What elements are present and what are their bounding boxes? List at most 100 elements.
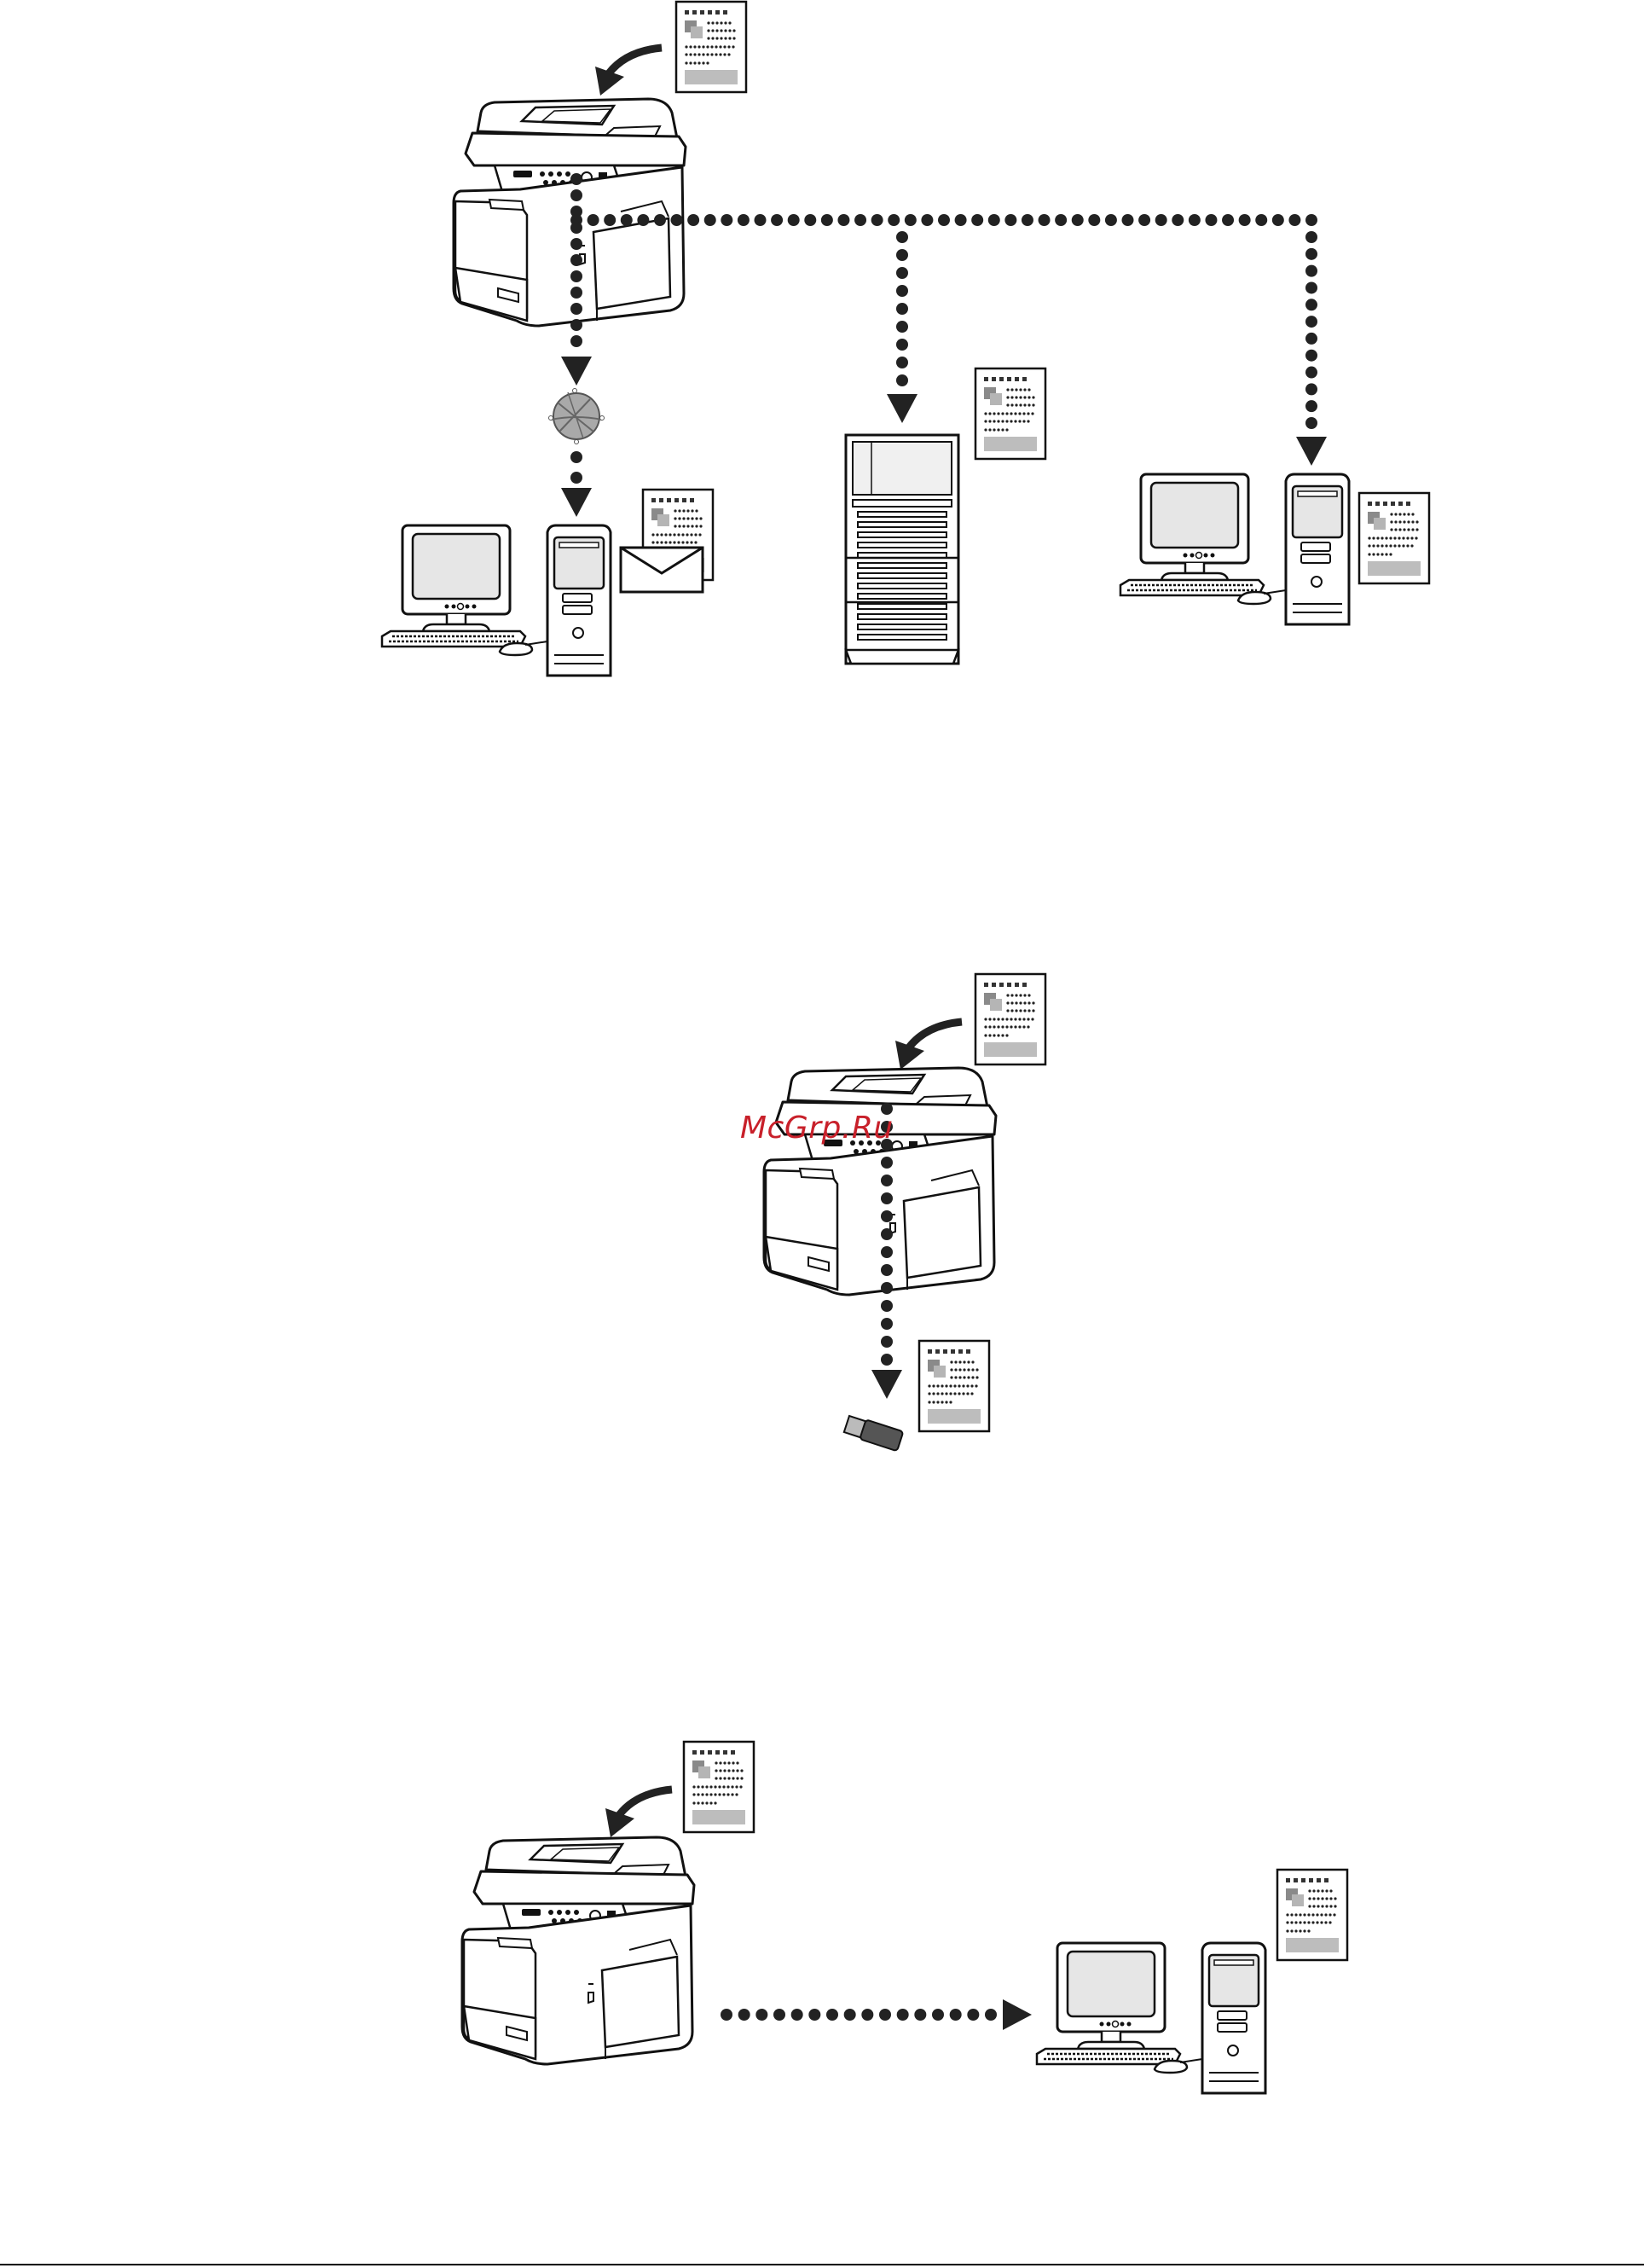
- path-dot: [1305, 265, 1317, 277]
- path-dot: [570, 238, 582, 250]
- pc-icon: [1037, 1943, 1265, 2093]
- path-dot: [1004, 214, 1016, 226]
- path-dot: [896, 374, 908, 386]
- path-dot: [570, 472, 582, 484]
- path-dot: [879, 2009, 891, 2021]
- original-document-icon: [676, 2, 746, 92]
- path-dot: [1072, 214, 1084, 226]
- path-dot: [1138, 214, 1150, 226]
- original-document-icon: [684, 1742, 754, 1832]
- path-dot: [771, 214, 783, 226]
- path-dot: [738, 214, 750, 226]
- path-dot: [808, 2009, 820, 2021]
- path-dot: [1039, 214, 1051, 226]
- path-dot: [791, 2009, 803, 2021]
- path-dot: [1222, 214, 1234, 226]
- path-dot: [821, 214, 833, 226]
- path-dot: [881, 1300, 893, 1312]
- path-dot: [971, 214, 983, 226]
- path-dot: [896, 249, 908, 261]
- internet-globe-icon: [549, 389, 605, 444]
- path-dot: [1205, 214, 1217, 226]
- path-dot: [687, 214, 699, 226]
- path-dot: [896, 231, 908, 243]
- path-dot: [1305, 333, 1317, 345]
- arrow-to-pc-icon: [1296, 437, 1327, 466]
- usb-memory-icon: [843, 1414, 903, 1451]
- path-dot: [938, 214, 950, 226]
- path-dot: [1305, 367, 1317, 379]
- path-dot: [704, 214, 716, 226]
- email-envelope-icon: [621, 548, 703, 592]
- path-dot: [654, 214, 666, 226]
- path-dot: [881, 1228, 893, 1240]
- path-dot: [738, 2009, 750, 2021]
- scene-scan-to-usb: [764, 974, 1045, 1451]
- path-dot: [881, 1157, 893, 1169]
- path-dot: [755, 2009, 767, 2021]
- path-dot: [905, 214, 917, 226]
- path-dot: [1155, 214, 1167, 226]
- path-dot: [881, 1336, 893, 1348]
- path-dot: [570, 189, 582, 201]
- arrow-to-usb-icon: [871, 1370, 902, 1399]
- scene-scan-to-network: [382, 2, 1429, 676]
- path-dot: [570, 206, 582, 218]
- path-dot: [1305, 417, 1317, 429]
- path-dot: [881, 1246, 893, 1258]
- path-dot: [1305, 316, 1317, 328]
- path-dot: [985, 2009, 997, 2021]
- document-icon: [1359, 493, 1429, 583]
- path-dot: [1305, 248, 1317, 260]
- path-dot: [1239, 214, 1251, 226]
- path-dot: [921, 214, 933, 226]
- path-dot: [621, 214, 633, 226]
- mfp-printer-icon: [462, 1837, 694, 2064]
- path-dot: [773, 2009, 785, 2021]
- pc-icon: [382, 525, 611, 676]
- path-dot: [988, 214, 1000, 226]
- document-icon: [919, 1341, 989, 1431]
- mfp-printer-icon: [454, 99, 686, 326]
- path-dot: [1122, 214, 1134, 226]
- path-dot: [671, 214, 683, 226]
- path-dot: [881, 1175, 893, 1186]
- path-dot: [570, 287, 582, 299]
- scene-scan-to-pc: [462, 1742, 1347, 2093]
- path-dot: [588, 214, 599, 226]
- path-dot: [914, 2009, 926, 2021]
- path-dot: [1305, 400, 1317, 412]
- document-icon: [1277, 1870, 1347, 1960]
- arrow-to-pc-icon: [561, 488, 592, 517]
- path-dot: [897, 2009, 909, 2021]
- mfp-printer-icon: [764, 1068, 996, 1295]
- path-dot: [1272, 214, 1284, 226]
- path-dot: [788, 214, 800, 226]
- path-dot: [1022, 214, 1033, 226]
- path-dot: [1172, 214, 1184, 226]
- path-dot: [1305, 383, 1317, 395]
- path-dot: [896, 267, 908, 279]
- path-dot: [896, 303, 908, 315]
- path-dot: [888, 214, 900, 226]
- path-dot: [570, 222, 582, 234]
- path-dot: [881, 1264, 893, 1276]
- path-dot: [896, 321, 908, 333]
- path-dot: [1088, 214, 1100, 226]
- path-dot: [1305, 231, 1317, 243]
- path-dot: [967, 2009, 979, 2021]
- path-dot: [932, 2009, 944, 2021]
- path-dot: [637, 214, 649, 226]
- path-dot: [1305, 214, 1317, 226]
- arrow-to-server-icon: [887, 394, 918, 423]
- arrow-to-globe-icon: [561, 357, 592, 386]
- path-dot: [837, 214, 849, 226]
- original-document-icon: [975, 974, 1045, 1064]
- path-dot: [955, 214, 967, 226]
- path-dot: [604, 214, 616, 226]
- path-dot: [570, 270, 582, 282]
- path-dot: [1055, 214, 1067, 226]
- file-server-icon: [846, 435, 958, 664]
- path-dot: [826, 2009, 838, 2021]
- document-icon: [975, 368, 1045, 459]
